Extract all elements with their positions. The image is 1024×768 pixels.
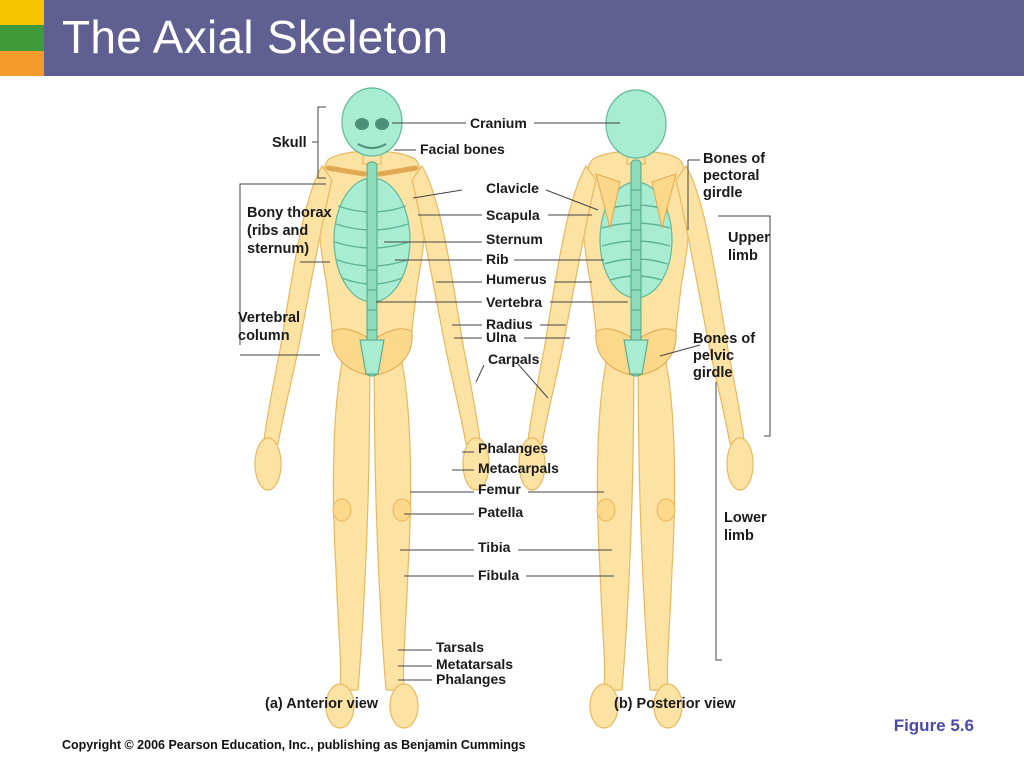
center-labels: Cranium Facial bones Clavicle Scapula St…	[420, 115, 559, 687]
accent-orange-block	[0, 51, 44, 76]
label-bony-thorax-line-2: (ribs and	[247, 223, 308, 239]
label-pelvic-girdle-line-3: girdle	[693, 365, 732, 381]
figure-number: Figure 5.6	[893, 716, 974, 735]
label-upper-limb-line-1: Upper	[728, 230, 770, 246]
label-scapula: Scapula	[486, 207, 540, 223]
right-labels: Bones of pectoral girdle Upper limb Bone…	[693, 151, 770, 544]
label-bony-thorax-line-1: Bony thorax	[247, 205, 332, 221]
label-bony-thorax-line-3: sternum)	[247, 241, 309, 257]
caption-anterior-view: (a) Anterior view	[265, 696, 379, 712]
anterior-skeleton	[254, 87, 490, 729]
label-tibia: Tibia	[478, 539, 511, 555]
label-fibula: Fibula	[478, 567, 519, 583]
label-vertebral-column-line-1: Vertebral	[238, 310, 300, 326]
slide-title: The Axial Skeleton	[62, 11, 449, 63]
label-clavicle: Clavicle	[486, 180, 539, 196]
accent-stripe	[0, 0, 44, 76]
label-tarsals: Tarsals	[436, 639, 484, 655]
label-cranium: Cranium	[470, 115, 527, 131]
label-phalanges-hand: Phalanges	[478, 440, 548, 456]
label-carpals: Carpals	[488, 351, 540, 367]
accent-green-block	[0, 25, 44, 51]
label-sternum: Sternum	[486, 231, 543, 247]
caption-posterior-view: (b) Posterior view	[614, 696, 736, 712]
label-vertebra: Vertebra	[486, 294, 542, 310]
label-humerus: Humerus	[486, 271, 547, 287]
label-pectoral-girdle-line-1: Bones of	[703, 151, 765, 167]
label-skull: Skull	[272, 135, 307, 151]
leader-lines	[239, 106, 771, 681]
title-bar: The Axial Skeleton	[0, 0, 1024, 76]
label-upper-limb-line-2: limb	[728, 248, 758, 264]
accent-yellow-block	[0, 0, 44, 25]
label-metacarpals: Metacarpals	[478, 460, 559, 476]
label-rib: Rib	[486, 251, 509, 267]
label-pectoral-girdle-line-2: pectoral	[703, 168, 759, 184]
label-metatarsals: Metatarsals	[436, 656, 513, 672]
label-femur: Femur	[478, 481, 521, 497]
posterior-skeleton	[518, 89, 754, 729]
label-pelvic-girdle-line-2: pelvic	[693, 348, 734, 364]
label-pelvic-girdle-line-1: Bones of	[693, 331, 755, 347]
label-radius: Radius	[486, 316, 533, 332]
label-vertebral-column-line-2: column	[238, 328, 290, 344]
label-lower-limb-line-1: Lower	[724, 510, 767, 526]
label-patella: Patella	[478, 504, 523, 520]
label-lower-limb-line-2: limb	[724, 528, 754, 544]
label-facial-bones: Facial bones	[420, 141, 505, 157]
label-ulna: Ulna	[486, 329, 517, 345]
copyright-notice: Copyright © 2006 Pearson Education, Inc.…	[62, 738, 526, 752]
left-labels: Skull Bony thorax (ribs and sternum) Ver…	[238, 135, 332, 344]
label-pectoral-girdle-line-3: girdle	[703, 185, 742, 201]
label-phalanges-foot: Phalanges	[436, 671, 506, 687]
